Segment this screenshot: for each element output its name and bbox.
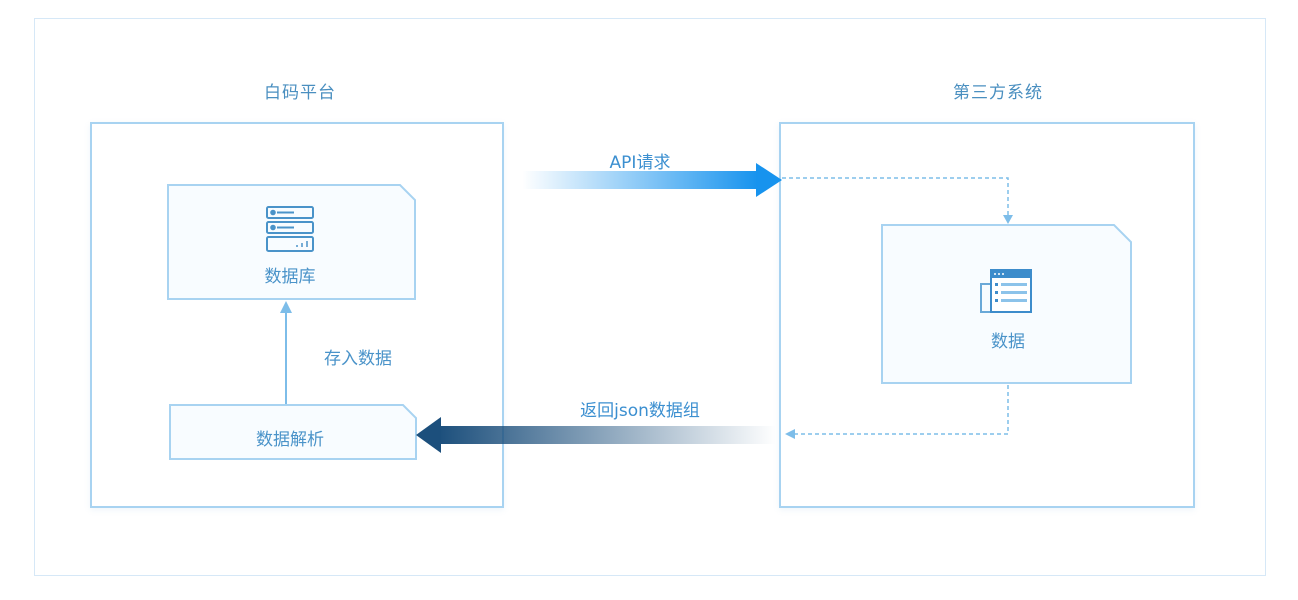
parse-label: 数据解析 (256, 430, 324, 450)
dotted-connector-out (785, 385, 1009, 439)
return-json-label: 返回json数据组 (580, 401, 700, 421)
parse-node (169, 404, 417, 460)
right-system-title: 第三方系统 (953, 83, 1043, 103)
left-system-title: 白码平台 (264, 83, 336, 103)
api-request-arrow (522, 163, 782, 197)
store-arrow (280, 301, 292, 404)
dotted-connector-in (782, 177, 1013, 224)
spreadsheet-icon (980, 269, 1032, 313)
store-data-label: 存入数据 (324, 349, 392, 369)
api-request-label: API请求 (609, 153, 671, 173)
database-label: 数据库 (264, 267, 316, 287)
diagram-frame (34, 18, 1266, 576)
database-node (167, 184, 416, 300)
server-icon (266, 206, 314, 252)
return-json-arrow (416, 417, 776, 453)
data-label: 数据 (991, 332, 1025, 352)
